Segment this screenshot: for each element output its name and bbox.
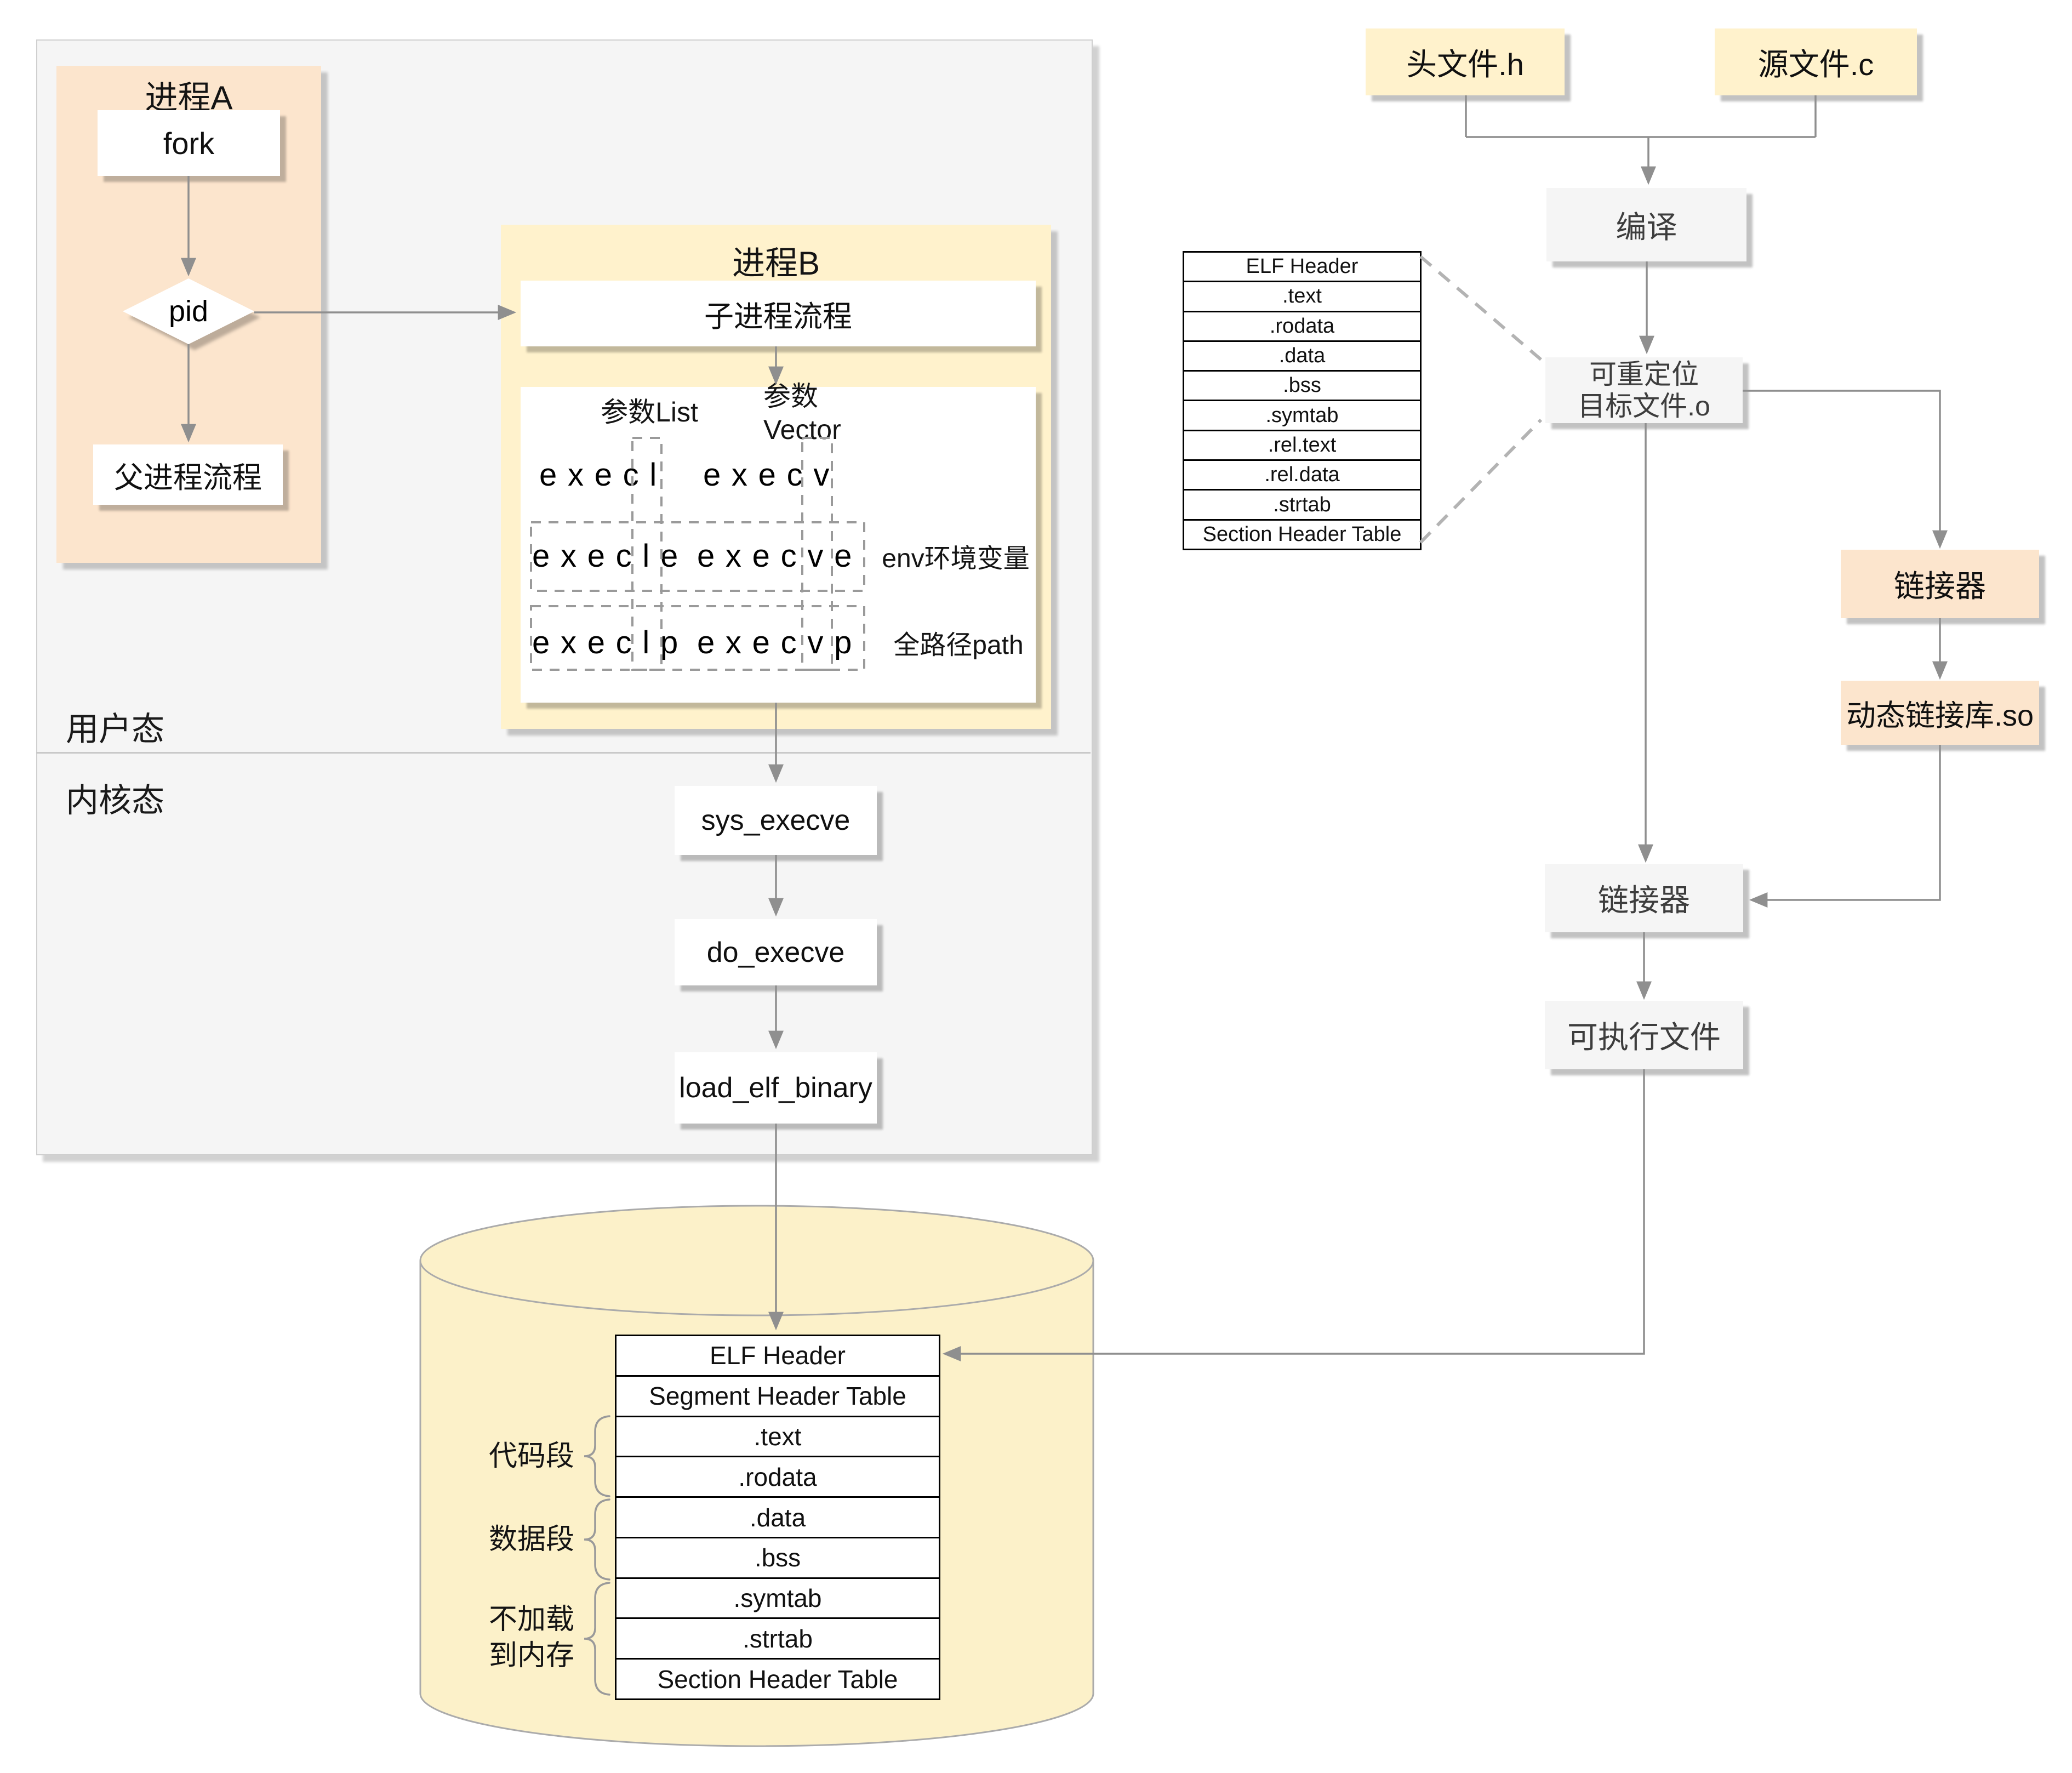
relocatable-line1: 可重定位	[1589, 359, 1699, 390]
compile-node: 编译	[1546, 188, 1746, 261]
do-execve-node: do_execve	[675, 919, 877, 985]
source-file-node: 源文件.c	[1715, 28, 1917, 95]
disk-elf-row: .text	[617, 1417, 939, 1458]
relocatable-object-node: 可重定位 目标文件.o	[1545, 357, 1743, 423]
child-flow-node: 子进程流程	[521, 281, 1036, 346]
object-elf-row: Section Header Table	[1202, 522, 1402, 546]
header-file-node: 头文件.h	[1366, 28, 1565, 95]
object-elf-row: .rel.data	[1184, 461, 1420, 491]
disk-elf-row: Segment Header Table	[617, 1377, 939, 1417]
code-segment-label: 代码段	[488, 1440, 574, 1472]
load-elf-binary-node: load_elf_binary	[675, 1052, 877, 1124]
not-loaded-label: 不加载 到内存	[471, 1601, 592, 1674]
pid-diamond-label: pid	[168, 295, 209, 328]
executable-node: 可执行文件	[1545, 1001, 1743, 1069]
relocatable-line2: 目标文件.o	[1578, 391, 1710, 421]
disk-elf-row: .data	[617, 1498, 939, 1538]
object-elf-row: .data	[1184, 342, 1420, 372]
execlp-text: execlp	[532, 624, 689, 660]
merge-connector	[1465, 95, 1817, 138]
linker-right-node: 链接器	[1841, 550, 2039, 618]
user-mode-label: 用户态	[66, 711, 164, 748]
not-loaded-line1: 不加载	[488, 1604, 574, 1635]
execvp-text: execvp	[697, 624, 863, 660]
execve-text: execve	[697, 538, 863, 574]
object-elf-row: .bss	[1184, 372, 1420, 402]
object-elf-row: .strtab	[1184, 491, 1420, 521]
env-note: env环境变量	[882, 544, 1030, 573]
param-list-header: 参数List	[601, 397, 698, 427]
object-elf-row: ELF Header	[1184, 253, 1420, 283]
disk-elf-row: Section Header Table	[657, 1664, 898, 1694]
fork-node: fork	[98, 110, 280, 176]
disk-elf-table: ELF Header Segment Header Table .text .r…	[615, 1335, 940, 1700]
disk-elf-row: .symtab	[617, 1579, 939, 1620]
execv-text: execv	[703, 457, 841, 493]
disk-elf-row: ELF Header	[617, 1336, 939, 1377]
data-segment-label: 数据段	[488, 1524, 574, 1555]
disk-elf-row: .strtab	[617, 1619, 939, 1660]
object-elf-row: .rel.text	[1184, 431, 1420, 461]
dynamic-lib-node: 动态链接库.so	[1841, 681, 2039, 745]
elf-callout-top	[1419, 255, 1542, 361]
object-elf-row: .text	[1184, 282, 1420, 312]
disk-elf-row: .rodata	[617, 1457, 939, 1498]
process-a-title: 进程A	[145, 79, 233, 116]
process-b-title: 进程B	[732, 245, 820, 282]
object-elf-row: .symtab	[1184, 401, 1420, 431]
arrow-dynlib-to-linker-main	[1749, 745, 1941, 908]
linker-main-node: 链接器	[1545, 864, 1743, 932]
not-loaded-line2: 到内存	[488, 1640, 574, 1672]
path-note: 全路径path	[893, 631, 1024, 660]
execle-text: execle	[532, 538, 689, 574]
kernel-mode-label: 内核态	[66, 782, 164, 819]
disk-elf-row: .bss	[617, 1538, 939, 1579]
elf-callout-bottom	[1419, 418, 1543, 544]
parent-flow-node: 父进程流程	[93, 444, 283, 505]
disk-cylinder-top	[419, 1205, 1094, 1316]
object-elf-row: .rodata	[1184, 312, 1420, 342]
sys-execve-node: sys_execve	[675, 786, 877, 855]
param-vector-header: 参数Vector	[763, 381, 841, 445]
arrow-object-to-linker-right	[1743, 390, 1948, 549]
execl-text: execl	[539, 457, 667, 493]
user-kernel-divider	[36, 752, 1091, 754]
object-elf-table: ELF Header .text .rodata .data .bss .sym…	[1183, 251, 1422, 550]
